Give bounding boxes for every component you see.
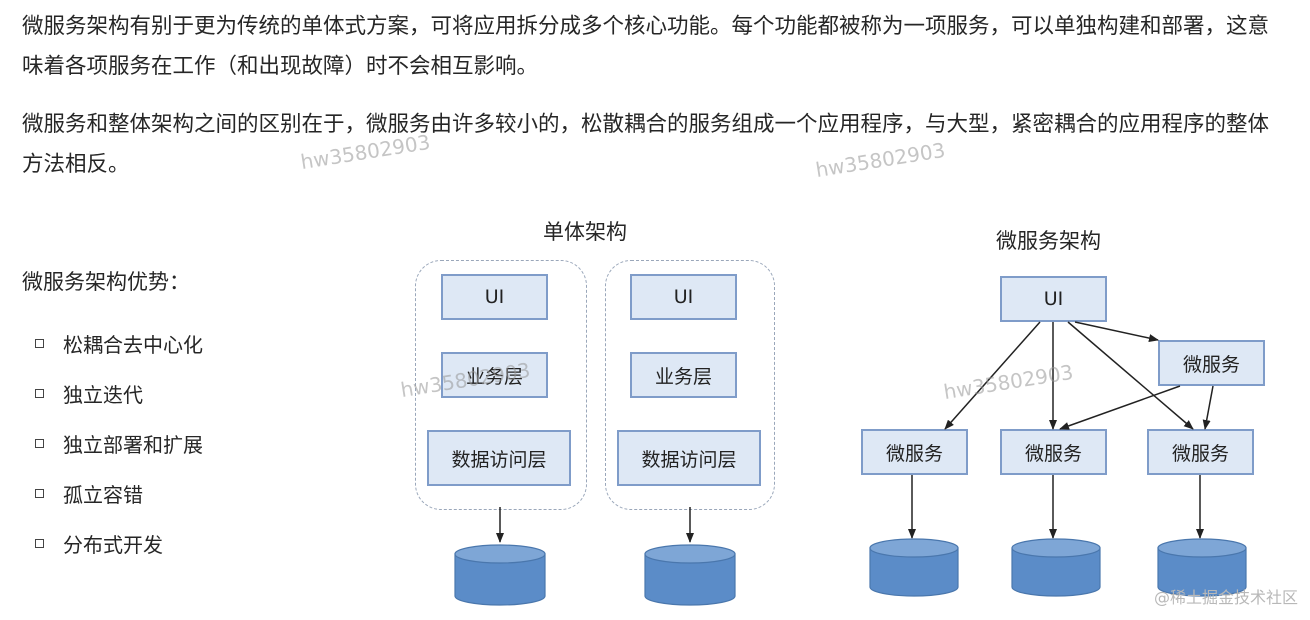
arrow-top-to-middle-service bbox=[1059, 385, 1181, 430]
list-item: 孤立容错 bbox=[35, 468, 203, 518]
comparison-paragraph: 微服务和整体架构之间的区别在于，微服务由许多较小的，松散耦合的服务组成一个应用程… bbox=[22, 112, 1270, 177]
monolith-container-1 bbox=[415, 260, 587, 510]
micro-ui-box: UI bbox=[1000, 276, 1107, 322]
microservices-title: 微服务架构 bbox=[996, 229, 1101, 253]
database-icon bbox=[644, 544, 736, 606]
footer-credit: @稀土掘金技术社区 bbox=[1153, 588, 1298, 607]
square-bullet-icon bbox=[35, 438, 44, 448]
advantages-list: 松耦合去中心化 独立迭代 独立部署和扩展 孤立容错 分布式开发 bbox=[35, 318, 203, 568]
intro-paragraph: 微服务架构有别于更为传统的单体式方案，可将应用拆分成多个核心功能。每个功能都被称… bbox=[22, 14, 1270, 79]
monolith-2-data-box: 数据访问层 bbox=[617, 430, 761, 486]
arrow-ui-to-right-service bbox=[1067, 321, 1194, 430]
square-bullet-icon bbox=[35, 538, 44, 548]
database-icon bbox=[1157, 538, 1247, 597]
monolith-2-ui-box: UI bbox=[630, 274, 737, 320]
monolith-1-business-box: 业务层 bbox=[441, 352, 548, 398]
microservice-box-top: 微服务 bbox=[1158, 340, 1265, 386]
monolith-1-ui-box: UI bbox=[441, 274, 548, 320]
database-icon bbox=[454, 544, 546, 606]
list-item: 独立部署和扩展 bbox=[35, 418, 203, 468]
arrow-ui-to-top-service bbox=[1074, 321, 1159, 343]
monolith-1-data-box: 数据访问层 bbox=[427, 430, 571, 486]
arrow-ui-to-left-service bbox=[944, 321, 1041, 430]
square-bullet-icon bbox=[35, 338, 44, 348]
square-bullet-icon bbox=[35, 488, 44, 498]
microservice-box-middle: 微服务 bbox=[1000, 429, 1107, 475]
list-item: 分布式开发 bbox=[35, 518, 203, 568]
microservice-box-right: 微服务 bbox=[1147, 429, 1254, 475]
square-bullet-icon bbox=[35, 388, 44, 398]
microservice-box-left: 微服务 bbox=[861, 429, 968, 475]
monolith-2-business-box: 业务层 bbox=[630, 352, 737, 398]
database-icon bbox=[1011, 538, 1101, 597]
arrow-top-to-right-service bbox=[1202, 385, 1214, 430]
monolith-title: 单体架构 bbox=[543, 220, 627, 244]
list-item: 松耦合去中心化 bbox=[35, 318, 203, 368]
list-item: 独立迭代 bbox=[35, 368, 203, 418]
database-icon bbox=[869, 538, 959, 597]
advantages-title: 微服务架构优势： bbox=[22, 270, 190, 294]
